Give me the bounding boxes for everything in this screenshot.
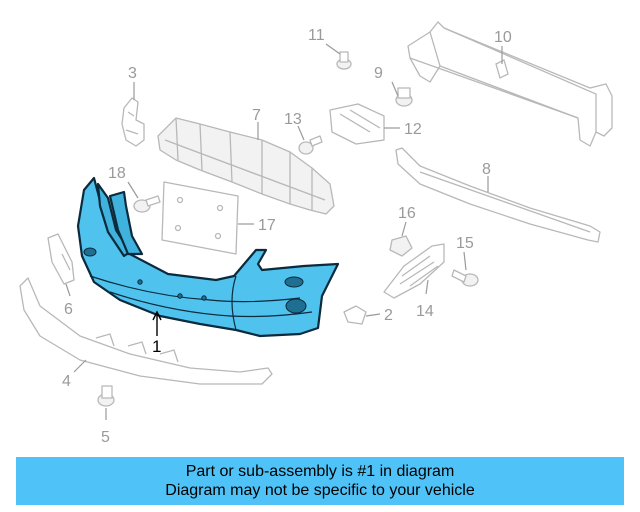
callout-2: 2 bbox=[384, 307, 393, 324]
callouts: 1 2 3 4 5 6 7 8 9 10 11 12 13 14 15 16 1… bbox=[62, 27, 512, 446]
banner-line-2: Diagram may not be specific to your vehi… bbox=[165, 482, 475, 499]
parts-diagram: 1 2 3 4 5 6 7 8 9 10 11 12 13 14 15 16 1… bbox=[19, 21, 613, 446]
part-11-screw bbox=[336, 51, 352, 70]
part-18-screw bbox=[133, 195, 161, 213]
fasteners bbox=[97, 51, 479, 407]
part-17-plate-bracket bbox=[161, 181, 239, 255]
part-1-bumper-cover[interactable] bbox=[76, 176, 340, 338]
callout-11: 11 bbox=[308, 27, 325, 44]
callout-3: 3 bbox=[128, 65, 137, 82]
callout-16: 16 bbox=[398, 205, 416, 222]
banner-line-1: Part or sub-assembly is #1 in diagram bbox=[185, 463, 455, 480]
part-4-spoiler bbox=[19, 277, 273, 385]
callout-9: 9 bbox=[374, 65, 383, 82]
callout-8: 8 bbox=[482, 161, 491, 178]
part-6-cap bbox=[47, 233, 75, 285]
callout-7: 7 bbox=[252, 107, 261, 124]
part-16-clip bbox=[389, 235, 413, 257]
part-8-absorber bbox=[395, 147, 601, 243]
callout-14: 14 bbox=[416, 303, 434, 320]
part-14-side-grille bbox=[383, 243, 445, 299]
part-12-bracket bbox=[329, 103, 385, 145]
part-2-clip bbox=[343, 305, 367, 325]
part-5-screw bbox=[97, 385, 115, 407]
callout-13: 13 bbox=[284, 111, 302, 128]
callout-10: 10 bbox=[494, 29, 512, 46]
callout-17: 17 bbox=[258, 217, 276, 234]
callout-5: 5 bbox=[101, 429, 110, 446]
callout-4: 4 bbox=[62, 373, 71, 390]
part-9-bolt bbox=[395, 87, 413, 107]
callout-15: 15 bbox=[456, 235, 474, 252]
part-3-bracket bbox=[121, 97, 145, 147]
part-10-reinforcement bbox=[407, 21, 613, 147]
part-7-air-guide bbox=[157, 117, 335, 215]
callout-12: 12 bbox=[404, 121, 422, 138]
info-banner: Part or sub-assembly is #1 in diagram Di… bbox=[16, 457, 624, 505]
part-15-screw bbox=[451, 269, 479, 287]
callout-1: 1 bbox=[152, 337, 161, 356]
part-13-screw bbox=[298, 135, 323, 155]
leader-lines bbox=[65, 43, 503, 420]
callout-18: 18 bbox=[108, 165, 126, 182]
callout-6: 6 bbox=[64, 301, 73, 318]
